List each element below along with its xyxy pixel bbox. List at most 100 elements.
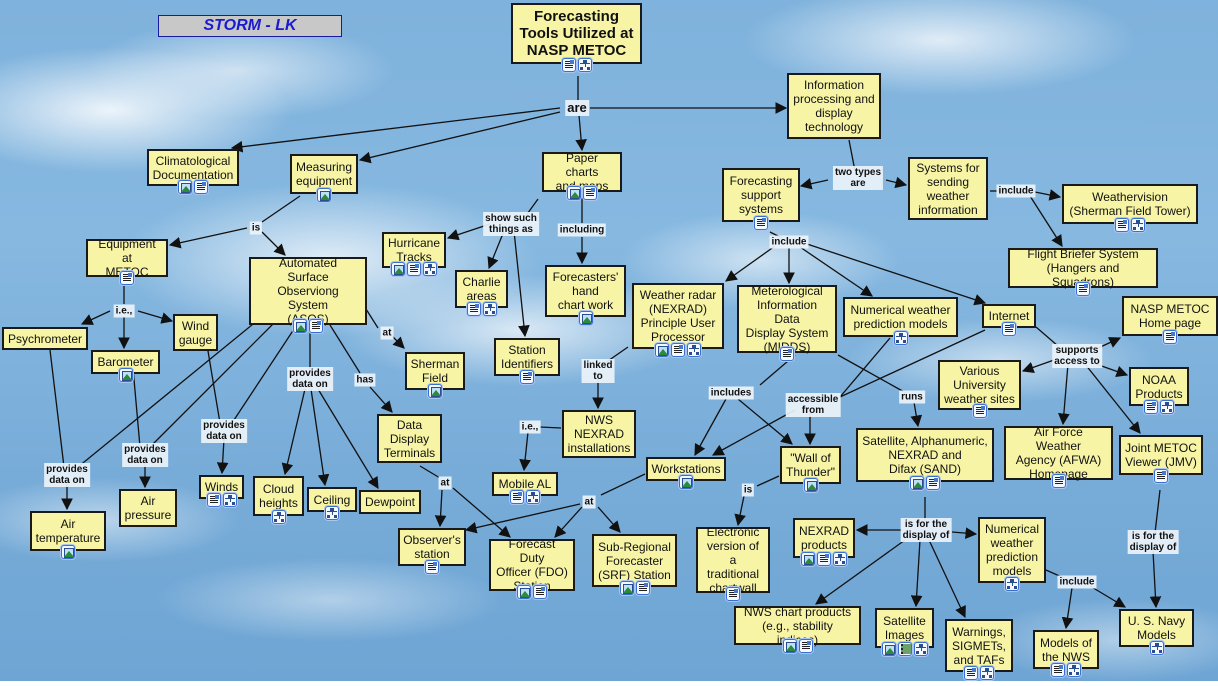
image-icon[interactable] bbox=[910, 476, 924, 490]
doc-icon[interactable] bbox=[635, 581, 650, 595]
doc-icon[interactable] bbox=[120, 271, 134, 285]
concept-map-icon[interactable] bbox=[913, 642, 928, 656]
linking-phrase-provides-data-on[interactable]: provides data on bbox=[122, 443, 168, 467]
doc-icon[interactable] bbox=[510, 490, 524, 504]
linking-phrase-ie[interactable]: i.e., bbox=[519, 420, 541, 434]
image-icon[interactable] bbox=[391, 262, 405, 276]
concept-node-psychrometer[interactable]: Psychrometer bbox=[2, 327, 88, 350]
concept-node-weather-radar-nexrad[interactable]: Weather radar (NEXRAD) Principle User Pr… bbox=[632, 283, 724, 349]
image-icon[interactable] bbox=[782, 639, 797, 653]
concept-map-icon[interactable] bbox=[423, 262, 437, 276]
linking-phrase-include[interactable]: include bbox=[996, 184, 1036, 198]
concept-map-icon[interactable] bbox=[893, 331, 908, 345]
concept-node-data-display-terminals[interactable]: Data Display Terminals bbox=[377, 414, 442, 463]
linking-phrase-show-such-things-as[interactable]: show such things as bbox=[483, 212, 539, 236]
linking-phrase-is-for-the-display-of[interactable]: is for the display of bbox=[900, 518, 952, 542]
concept-node-wind-gauge[interactable]: Wind gauge bbox=[173, 314, 218, 351]
linking-phrase-supports-access-to[interactable]: supports access to bbox=[1052, 344, 1102, 368]
concept-node-systems-for-sending[interactable]: Systems for sending weather information bbox=[908, 157, 988, 220]
doc-icon[interactable] bbox=[754, 216, 768, 230]
concept-node-forecasters-hand-chart[interactable]: Forecasters' hand chart work bbox=[545, 265, 626, 317]
doc-icon[interactable] bbox=[583, 186, 597, 200]
concept-node-cloud-heights[interactable]: Cloud heights bbox=[253, 476, 304, 516]
image-icon[interactable] bbox=[517, 585, 531, 599]
linking-phrase-include[interactable]: include bbox=[769, 235, 809, 249]
image-icon[interactable] bbox=[655, 343, 669, 357]
concept-node-air-temperature[interactable]: Air temperature bbox=[30, 511, 106, 551]
linking-phrase-is[interactable]: is bbox=[249, 221, 263, 235]
concept-node-information-processing[interactable]: Information processing and display techn… bbox=[787, 73, 881, 139]
linking-phrase-provides-data-on[interactable]: provides data on bbox=[287, 367, 333, 391]
concept-node-charlie-areas[interactable]: Charlie areas bbox=[455, 270, 508, 308]
linking-phrase-two-types-are[interactable]: two types are bbox=[832, 166, 884, 190]
concept-map-icon[interactable] bbox=[980, 666, 994, 680]
image-icon[interactable] bbox=[178, 180, 192, 194]
concept-node-electronic-chartwall[interactable]: Electronic version of a traditional char… bbox=[696, 525, 770, 595]
doc-icon[interactable] bbox=[309, 319, 323, 333]
linking-phrase-at[interactable]: at bbox=[438, 476, 452, 490]
linking-phrase-at[interactable]: at bbox=[582, 495, 596, 509]
linking-phrase-is[interactable]: is bbox=[741, 483, 755, 497]
concept-node-air-pressure[interactable]: Air pressure bbox=[119, 489, 177, 527]
concept-node-weathervision[interactable]: Weathervision (Sherman Field Tower) bbox=[1062, 184, 1198, 224]
linking-phrase-provides-data-on[interactable]: provides data on bbox=[44, 463, 90, 487]
concept-node-nws-chart-products[interactable]: NWS chart products (e.g., stability indi… bbox=[734, 605, 861, 647]
concept-map-icon[interactable] bbox=[482, 302, 497, 316]
concept-node-nws-nexrad-installations[interactable]: NWS NEXRAD installations bbox=[562, 410, 636, 458]
concept-node-asos[interactable]: Automated Surface Observiong System (ASO… bbox=[249, 256, 367, 326]
concept-map-icon[interactable] bbox=[222, 493, 237, 507]
image-icon[interactable] bbox=[428, 384, 442, 398]
linking-phrase-include[interactable]: include bbox=[1057, 575, 1097, 589]
concept-map-icon[interactable] bbox=[325, 506, 339, 520]
doc-icon[interactable] bbox=[1154, 469, 1168, 483]
concept-node-midds[interactable]: Meterological Information Data Display S… bbox=[737, 284, 837, 354]
linking-phrase-including[interactable]: including bbox=[557, 223, 607, 237]
concept-map-icon[interactable] bbox=[1149, 641, 1164, 655]
doc-icon[interactable] bbox=[1002, 322, 1016, 336]
doc-icon[interactable] bbox=[520, 370, 534, 384]
concept-node-university-weather-sites[interactable]: Various University weather sites bbox=[938, 360, 1021, 410]
concept-node-workstations[interactable]: Workstations bbox=[646, 457, 726, 481]
doc-icon[interactable] bbox=[206, 493, 221, 507]
linking-phrase-ie[interactable]: i.e., bbox=[113, 304, 135, 318]
concept-map-icon[interactable] bbox=[1005, 577, 1019, 591]
concept-node-dewpoint[interactable]: Dewpoint bbox=[359, 490, 421, 514]
concept-node-us-navy-models[interactable]: U. S. Navy Models bbox=[1119, 609, 1194, 647]
linking-phrase-at[interactable]: at bbox=[380, 326, 394, 340]
concept-node-fdo-station[interactable]: Forecast Duty Officer (FDO) Station bbox=[489, 537, 575, 593]
image-icon[interactable] bbox=[567, 186, 581, 200]
doc-icon[interactable] bbox=[671, 343, 685, 357]
concept-node-numerical-weather-prediction-models[interactable]: Numerical weather prediction models bbox=[978, 517, 1046, 583]
doc-icon[interactable] bbox=[926, 476, 940, 490]
concept-node-measuring-equipment[interactable]: Measuring equipment bbox=[290, 154, 358, 194]
doc-icon[interactable] bbox=[1144, 400, 1158, 414]
image-icon[interactable] bbox=[801, 552, 815, 566]
concept-node-sherman-field[interactable]: Sherman Field bbox=[405, 352, 465, 390]
image-icon[interactable] bbox=[679, 475, 693, 489]
concept-node-nasp-metoc-home-page[interactable]: NASP METOC Home page bbox=[1122, 296, 1218, 336]
doc-icon[interactable] bbox=[425, 560, 439, 574]
concept-map-icon[interactable] bbox=[1067, 663, 1081, 677]
doc-icon[interactable] bbox=[780, 347, 794, 361]
linking-phrase-are[interactable]: are bbox=[565, 100, 589, 116]
concept-node-warnings-sigmets-tafs[interactable]: Warnings, SIGMETs, and TAFs bbox=[945, 619, 1013, 672]
concept-node-sand[interactable]: Satellite, Alphanumeric, NEXRAD and Difa… bbox=[856, 428, 994, 482]
linking-phrase-linked-to[interactable]: linked to bbox=[581, 359, 615, 383]
concept-node-mobile-al[interactable]: Mobile AL bbox=[492, 472, 558, 496]
doc-icon[interactable] bbox=[1051, 663, 1065, 677]
doc-icon[interactable] bbox=[817, 552, 831, 566]
image-icon[interactable] bbox=[881, 642, 896, 656]
doc-icon[interactable] bbox=[972, 404, 987, 418]
doc-icon[interactable] bbox=[561, 58, 576, 72]
concept-node-joint-metoc-viewer[interactable]: Joint METOC Viewer (JMV) bbox=[1119, 435, 1203, 475]
doc-icon[interactable] bbox=[1115, 218, 1129, 232]
linking-phrase-provides-data-on[interactable]: provides data on bbox=[201, 419, 247, 443]
image-icon[interactable] bbox=[293, 319, 307, 333]
concept-node-wall-of-thunder[interactable]: "Wall of Thunder" bbox=[780, 446, 841, 484]
doc-icon[interactable] bbox=[407, 262, 421, 276]
linking-phrase-is-for-the-display-of[interactable]: is for the display of bbox=[1127, 530, 1179, 554]
linking-phrase-includes[interactable]: includes bbox=[708, 386, 754, 400]
image-icon[interactable] bbox=[803, 478, 818, 492]
doc-icon[interactable] bbox=[466, 302, 481, 316]
